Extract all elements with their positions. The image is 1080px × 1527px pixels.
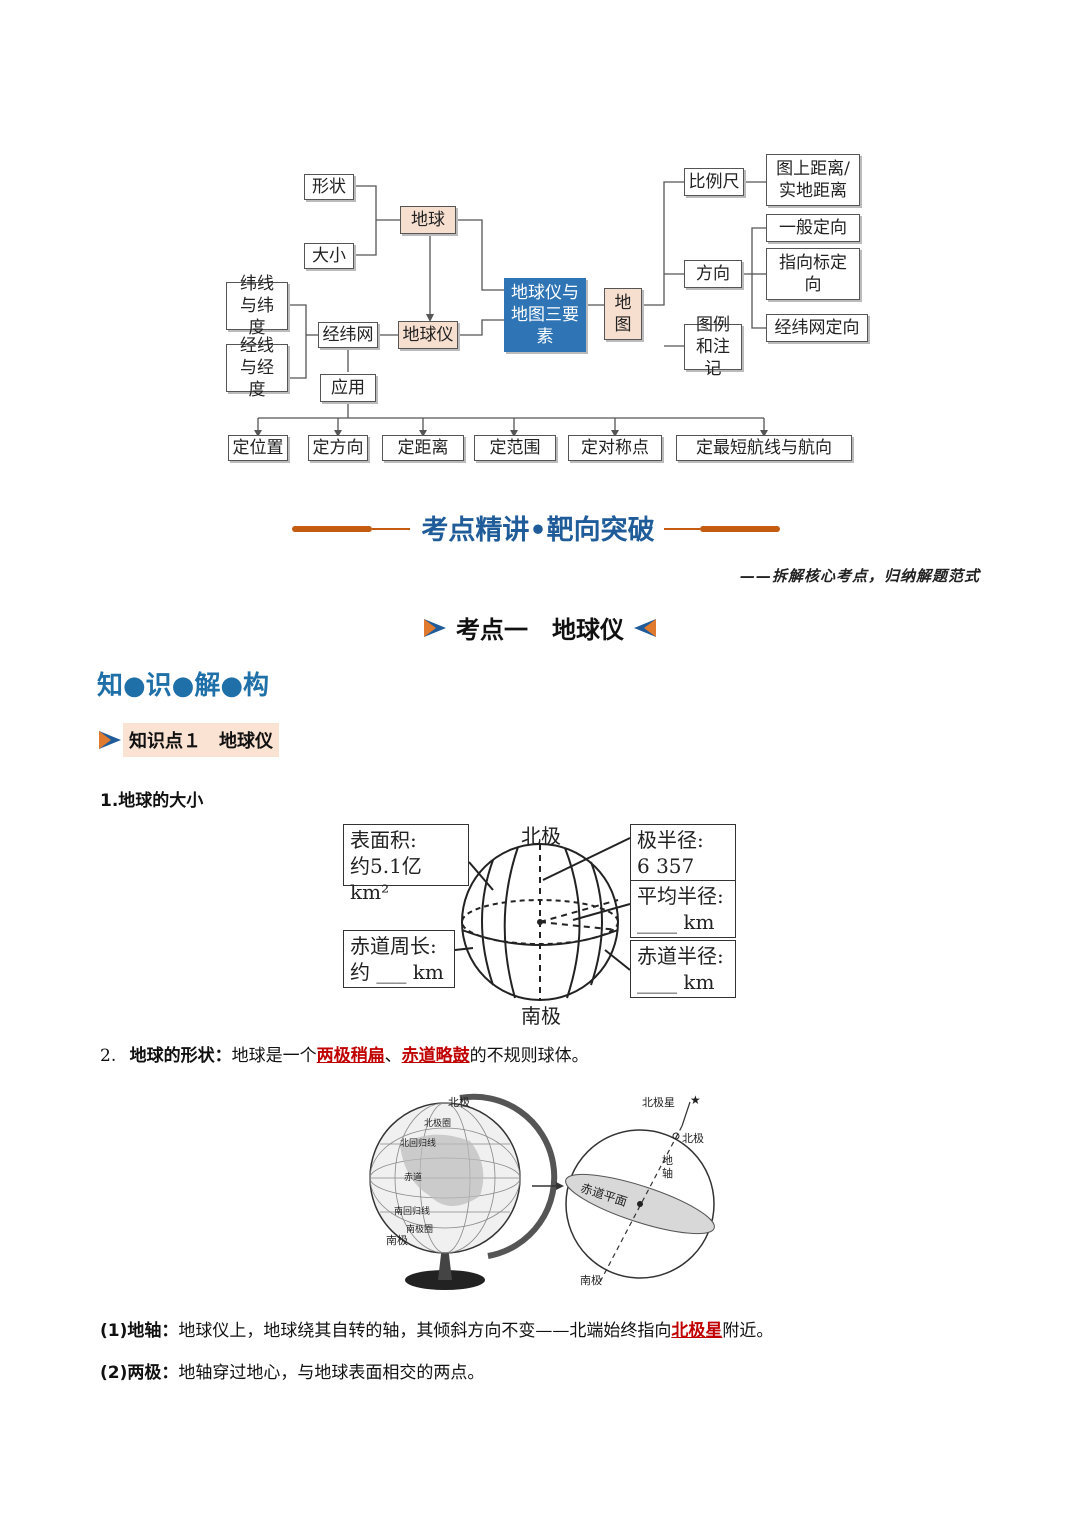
node-scale-sub: 图上距离/实地距离: [766, 154, 860, 206]
svg-text:★: ★: [690, 1093, 701, 1107]
arrow-right-icon: [99, 731, 121, 749]
shape-number: 2.: [100, 1046, 117, 1066]
node-lon: 经线与经度: [226, 336, 288, 400]
surface-area-title: 表面积:: [350, 828, 417, 852]
node-scale: 比例尺: [684, 168, 744, 196]
node-map: 地图: [604, 288, 642, 340]
section-title-banner: 考点精讲•靶向突破: [0, 508, 1080, 552]
use-item: 定距离: [382, 435, 464, 461]
arrow-left-icon: [634, 618, 656, 637]
equator-radius-label: 赤道半径: ____ km: [630, 940, 736, 998]
equator-radius-value: ____ km: [637, 970, 715, 994]
polar-radius-title: 极半径:: [637, 828, 704, 852]
globe-south-label: 南极: [386, 1234, 408, 1247]
knowledge-heading: 知●识●解●构: [97, 671, 270, 701]
use-item: 定对称点: [568, 435, 662, 461]
shape-text-3: 的不规则球体。: [469, 1046, 589, 1066]
concept-map-connectors: [254, 181, 768, 437]
mean-radius-label: 平均半径: ____ km: [630, 880, 736, 938]
heading-earth-size: 1.地球的大小: [100, 791, 204, 811]
surface-area-label: 表面积: 约5.1亿 km²: [343, 824, 469, 904]
node-globe: 地球仪: [398, 321, 458, 349]
title-decoration-right-thin: [664, 528, 700, 530]
title-decoration-left: [292, 526, 372, 532]
globe-figure: ★ 北极星 北极 地轴 赤道平面 南极 北极 南极 北极圈 北回归线 赤道 南回…: [360, 1086, 720, 1296]
node-center: 地球仪与地图三要素: [504, 278, 586, 352]
kaodian-title: 考点一 地球仪: [456, 616, 624, 644]
shape-heading: 地球的形状：: [129, 1046, 232, 1066]
axis-text-2: 附近。: [722, 1321, 774, 1341]
equator-radius-title: 赤道半径:: [637, 944, 724, 968]
node-legend: 图例和注记: [684, 315, 742, 379]
paragraph-earth-shape: 2. 地球的形状：地球是一个两极稍扁、赤道略鼓的不规则球体。: [100, 1041, 589, 1066]
equator-circumference-title: 赤道周长:: [350, 934, 437, 958]
globe-arctic-label: 北极圈: [424, 1119, 452, 1129]
mean-radius-value: ____ km: [637, 910, 715, 934]
north-star-label: 北极星: [642, 1096, 675, 1109]
concept-map: 形状 大小 地球 纬线与纬度 经线与经度 经纬网 地球仪 地球仪与地图三要素 地…: [220, 150, 872, 490]
node-apply: 应用: [320, 374, 376, 402]
globe-tropic-n-label: 北回归线: [400, 1139, 437, 1149]
title-decoration-right: [700, 526, 780, 532]
section-title: 考点精讲•靶向突破: [421, 515, 655, 546]
use-item: 定方向: [308, 435, 368, 461]
globe-drawing: ★: [369, 1093, 715, 1290]
axis-south-pole-label: 南极: [580, 1274, 602, 1287]
globe-antarctic-label: 南极圈: [406, 1225, 434, 1235]
globe-north-label: 北极: [448, 1096, 470, 1109]
answer-equator-bulge: 赤道略鼓: [401, 1046, 470, 1066]
paragraph-earth-axis: (1)地轴：地球仪上，地球绕其自转的轴，其倾斜方向不变——北端始终指向北极星附近…: [100, 1316, 773, 1341]
earth-sphere-drawing: [454, 837, 631, 1001]
earth-axis-label: 地轴: [662, 1154, 673, 1180]
knowledge-point-label: 知识点１ 地球仪: [123, 723, 279, 757]
globe-tropic-s-label: 南回归线: [394, 1207, 431, 1217]
node-shape: 形状: [304, 174, 354, 200]
axis-north-pole-label: 北极: [682, 1132, 704, 1145]
answer-poles-flat: 两极稍扁: [316, 1046, 385, 1066]
arrow-right-icon: [424, 618, 446, 637]
equator-circumference-value: 约 ___ km: [350, 960, 444, 984]
paragraph-poles: (2)两极：地轴穿过地心，与地球表面相交的两点。: [100, 1358, 484, 1383]
axis-heading: (1)地轴：: [100, 1321, 179, 1341]
polar-radius-label: 极半径: 6 357 km: [630, 824, 736, 904]
kaodian-heading: 考点一 地球仪: [0, 610, 1080, 645]
north-pole-label: 北极: [521, 824, 561, 848]
node-dir3: 经纬网定向: [766, 314, 868, 342]
knowledge-point-heading: 知识点１ 地球仪: [97, 723, 279, 757]
node-dir1: 一般定向: [766, 214, 860, 242]
use-item: 定最短航线与航向: [676, 435, 852, 461]
answer-north-star: 北极星: [671, 1321, 723, 1341]
node-lat: 纬线与纬度: [226, 274, 288, 338]
shape-text-1: 地球是一个: [231, 1046, 317, 1066]
node-earth: 地球: [400, 206, 456, 234]
title-decoration-left-thin: [372, 528, 410, 530]
use-item: 定位置: [228, 435, 288, 461]
earth-size-diagram: 北极 南极 表面积: 约5.1亿 km² 极半径: 6 357 km 平均半径:…: [343, 820, 737, 1028]
use-item: 定范围: [474, 435, 556, 461]
mean-radius-title: 平均半径:: [637, 884, 724, 908]
south-pole-label: 南极: [521, 1004, 561, 1028]
node-direction: 方向: [684, 260, 742, 288]
surface-area-value: 约5.1亿 km²: [350, 854, 422, 904]
node-grid: 经纬网: [318, 322, 378, 348]
axis-text-1: 地球仪上，地球绕其自转的轴，其倾斜方向不变——北端始终指向: [178, 1321, 672, 1341]
node-dir2: 指向标定向: [766, 248, 860, 300]
poles-text: 地轴穿过地心，与地球表面相交的两点。: [178, 1363, 485, 1383]
equator-circumference-label: 赤道周长: 约 ___ km: [343, 930, 455, 988]
section-subtitle: ——拆解核心考点，归纳解题范式: [739, 567, 980, 585]
globe-equator-label: 赤道: [404, 1173, 423, 1183]
shape-text-2: 、: [384, 1046, 402, 1066]
poles-heading: (2)两极：: [100, 1363, 179, 1383]
node-size: 大小: [304, 243, 354, 269]
